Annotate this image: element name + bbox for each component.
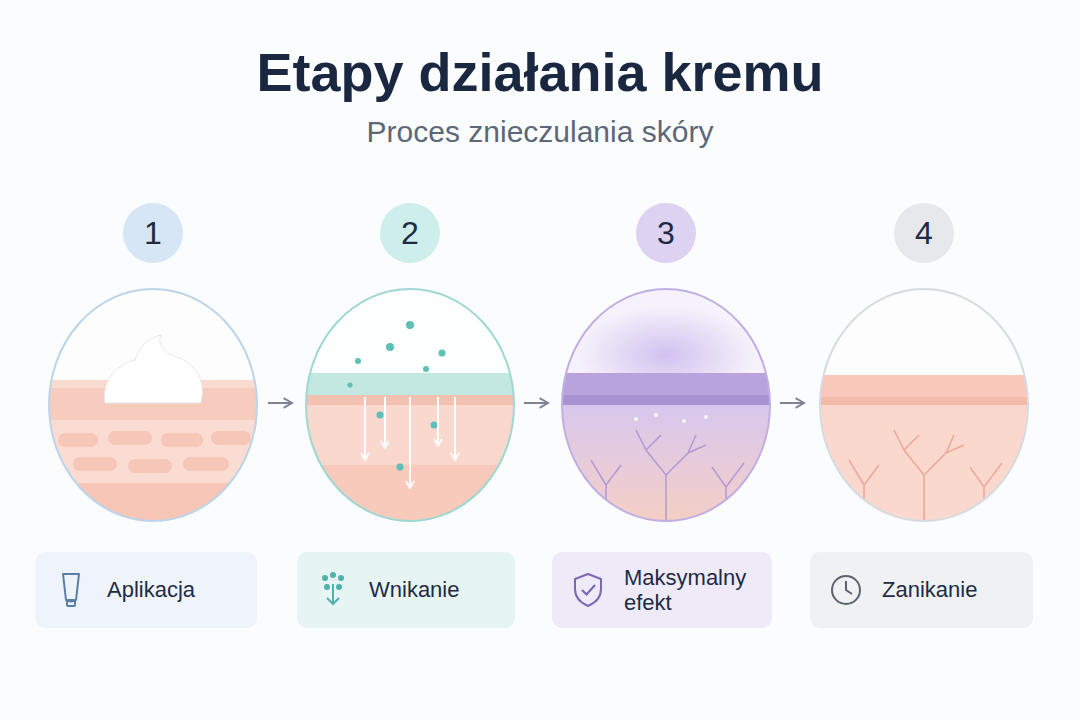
stage-label: Aplikacja xyxy=(107,577,195,602)
flow-arrows xyxy=(268,402,804,404)
stage-label: Maksymalny efekt xyxy=(624,565,762,616)
step-number: 1 xyxy=(144,217,162,249)
step-number: 3 xyxy=(657,217,675,249)
step-number: 2 xyxy=(401,217,419,249)
stage-icon xyxy=(313,570,353,610)
diagram-title: Etapy działania kremu xyxy=(0,40,1080,105)
stage-label-box: Aplikacja xyxy=(35,552,257,628)
skin-application xyxy=(43,285,263,533)
skin-penetration xyxy=(300,285,520,535)
stage-icon xyxy=(826,570,866,610)
step-number-circle: 1 xyxy=(123,203,183,263)
diagram-subtitle: Proces znieczulania skóry xyxy=(0,114,1080,150)
skin-max-effect xyxy=(556,285,776,530)
stage-icon xyxy=(568,570,608,610)
step-number-circle: 2 xyxy=(380,203,440,263)
stage-label: Zanikanie xyxy=(882,577,977,602)
stage-label-box: Zanikanie xyxy=(810,552,1033,628)
stage-label-box: Maksymalny efekt xyxy=(552,552,772,628)
step-number-circle: 4 xyxy=(894,203,954,263)
skin-fading xyxy=(814,285,1034,530)
stage-label: Wnikanie xyxy=(369,577,459,602)
stage-label-box: Wnikanie xyxy=(297,552,515,628)
step-number-circle: 3 xyxy=(636,203,696,263)
stage-icon xyxy=(51,570,91,610)
step-number: 4 xyxy=(915,217,933,249)
